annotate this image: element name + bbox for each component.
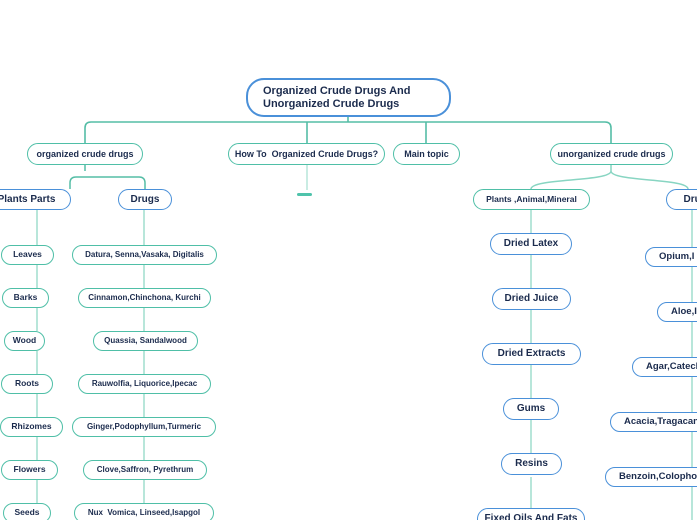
node-cinnamon-chinchona-kurchi[interactable]: Cinnamon,Chinchona, Kurchi <box>78 288 211 308</box>
node-ginger-podophyllum-turmeric[interactable]: Ginger,Podophyllum,Turmeric <box>72 417 216 437</box>
node-leaves[interactable]: Leaves <box>1 245 54 265</box>
organized-bus-connector <box>69 165 146 189</box>
collapsed-branch-toggle-icon[interactable] <box>297 191 312 197</box>
node-quassia-sandalwood[interactable]: Quassia, Sandalwood <box>93 331 198 351</box>
node-dried-juice[interactable]: Dried Juice <box>492 288 571 310</box>
node-roots[interactable]: Roots <box>1 374 53 394</box>
node-plants-animal-mineral[interactable]: Plants ,Animal,Mineral <box>473 189 590 210</box>
top-bus-connector <box>84 121 612 143</box>
node-main-topic[interactable]: Main topic <box>393 143 460 165</box>
node-datura-senna-vasaka-digitalis[interactable]: Datura, Senna,Vasaka, Digitalis <box>72 245 217 265</box>
node-nux-vomica-linseed-isapgol[interactable]: Nux Vomica, Linseed,Isapgol <box>74 503 214 520</box>
node-fixed-oils-and-fats[interactable]: Fixed Oils And Fats <box>477 508 585 520</box>
node-organized-crude-drugs[interactable]: organized crude drugs <box>27 143 143 165</box>
node-dried-extracts[interactable]: Dried Extracts <box>482 343 581 365</box>
node-acacia-tragacanth[interactable]: Acacia,Tragacan <box>610 412 697 432</box>
node-drugs-right[interactable]: Drugs <box>666 189 697 210</box>
node-gums[interactable]: Gums <box>503 398 559 420</box>
node-aloe[interactable]: Aloe,I <box>657 302 697 322</box>
node-opium[interactable]: Opium,I <box>645 247 697 267</box>
node-rauwolfia-liquorice-ipecac[interactable]: Rauwolfia, Liquorice,Ipecac <box>78 374 211 394</box>
node-benzoin-colophony[interactable]: Benzoin,Colopho <box>605 467 697 487</box>
node-dried-latex[interactable]: Dried Latex <box>490 233 572 255</box>
node-seeds[interactable]: Seeds <box>3 503 51 520</box>
node-plants-parts[interactable]: Plants Parts <box>0 189 71 210</box>
node-rhizomes[interactable]: Rhizomes <box>0 417 63 437</box>
node-resins[interactable]: Resins <box>501 453 562 475</box>
node-wood[interactable]: Wood <box>4 331 45 351</box>
node-clove-saffron-pyrethrum[interactable]: Clove,Saffron, Pyrethrum <box>83 460 207 480</box>
node-root-topic[interactable]: Organized Crude Drugs And Unorganized Cr… <box>246 78 451 117</box>
node-flowers[interactable]: Flowers <box>1 460 58 480</box>
node-agar-catechu[interactable]: Agar,Catech <box>632 357 697 377</box>
node-unorganized-crude-drugs[interactable]: unorganized crude drugs <box>550 143 673 165</box>
unorganized-split-connector <box>530 165 689 190</box>
node-barks[interactable]: Barks <box>2 288 49 308</box>
node-drugs-left[interactable]: Drugs <box>118 189 172 210</box>
node-how-to-organized-crude-drugs[interactable]: How To Organized Crude Drugs? <box>228 143 385 165</box>
